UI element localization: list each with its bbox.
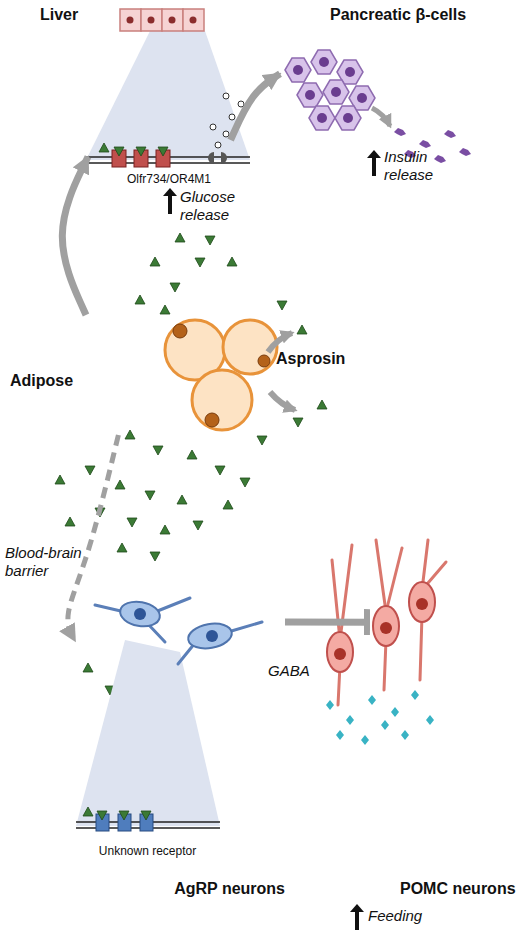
effect-label: Feeding	[368, 907, 422, 925]
effect-label: Glucose release	[180, 188, 250, 224]
hormone-label: Asprosin	[276, 349, 345, 368]
receptor-node: Olfr734/OR4M1	[88, 140, 250, 188]
increase-arrow	[367, 150, 381, 176]
liver-cells	[120, 9, 204, 31]
beta-cell	[309, 106, 335, 130]
neurite	[376, 540, 386, 612]
cell-nucleus	[169, 17, 176, 24]
neuropeptide-symbols	[326, 690, 434, 745]
asprosin-symbol	[55, 233, 327, 704]
neurite	[332, 560, 340, 640]
neurite	[155, 598, 190, 612]
pancreas-node: Pancreatic β-cells	[280, 5, 495, 130]
secretion-arrow	[270, 392, 295, 410]
beta-cell	[335, 106, 361, 130]
cell-nucleus	[319, 57, 329, 67]
adipose-node: Adipose	[5, 315, 275, 435]
glucose-molecule	[215, 142, 221, 148]
node-label: AgRP neurons	[174, 879, 285, 898]
cell-nucleus	[334, 648, 346, 660]
liver-cell	[183, 9, 204, 31]
cell-nucleus	[416, 598, 428, 610]
secretion-arrow	[268, 333, 292, 352]
barrier-label: Blood-brain barrier	[5, 544, 100, 580]
beta-nuclei	[293, 57, 367, 123]
neuron-node: POMC neurons	[370, 530, 510, 900]
connector	[231, 74, 280, 140]
pomc-neuron	[373, 606, 399, 646]
neurite	[420, 615, 422, 680]
zoom-wedge	[76, 640, 220, 826]
cell-nucleus	[148, 17, 155, 24]
node-label: POMC neurons	[400, 879, 516, 898]
asprosin-symbol	[83, 807, 151, 820]
connectors	[62, 74, 370, 641]
pomc-neuron	[327, 632, 353, 672]
node-label: Unknown receptor	[75, 844, 220, 858]
connector	[285, 618, 370, 625]
glucose-channel	[208, 152, 214, 164]
asprosin-symbol	[99, 143, 168, 156]
glucose-molecule	[223, 93, 229, 99]
cell-nucleus	[305, 90, 315, 100]
connector	[62, 157, 88, 315]
liver-cell	[141, 9, 162, 31]
neurite	[384, 640, 386, 690]
cell-nucleus	[134, 608, 146, 620]
neurite	[228, 622, 262, 632]
cell-nucleus	[343, 113, 353, 123]
beta-cell	[311, 50, 337, 74]
beta-cell	[323, 80, 349, 104]
receptor-node: Unknown receptor	[75, 810, 220, 860]
cell-nucleus	[293, 65, 303, 75]
zoom-wedge	[86, 31, 250, 160]
increase-arrow	[163, 188, 177, 214]
cell-nucleus	[357, 93, 367, 103]
effect-label: Insulin release	[384, 148, 454, 184]
cell-nucleus	[380, 622, 392, 634]
adipocytes	[165, 320, 277, 430]
cell-nucleus	[206, 630, 218, 642]
connector	[68, 435, 118, 641]
neuron-processes	[95, 598, 262, 664]
node-label: Adipose	[10, 371, 73, 390]
cell-nucleus	[127, 17, 134, 24]
glucose-molecule	[210, 124, 216, 130]
release-arrow	[372, 108, 390, 126]
cell-nucleus	[331, 87, 341, 97]
glucose-molecule	[223, 131, 229, 137]
beta-cell	[285, 58, 311, 82]
cell-nucleus	[173, 324, 187, 338]
cell-nucleus	[205, 413, 219, 427]
cell-nucleus	[317, 113, 327, 123]
agrp-neuron	[186, 620, 233, 651]
signal-label: GABA	[268, 662, 310, 680]
increase-arrow	[350, 904, 364, 930]
glucose-channel	[221, 152, 227, 164]
node-label: Liver	[40, 5, 78, 24]
cell-nucleus	[258, 355, 270, 367]
liver-cell	[162, 9, 183, 31]
beta-cells	[285, 50, 375, 130]
agrp-neuron	[118, 599, 162, 630]
cell-nucleus	[190, 17, 197, 24]
liver-cell	[120, 9, 141, 31]
node-label: Olfr734/OR4M1	[88, 172, 250, 186]
neurite	[148, 624, 165, 642]
pomc-neuron	[409, 582, 435, 622]
neurite	[386, 548, 402, 612]
cell-nucleus	[345, 67, 355, 77]
node-label: Pancreatic β-cells	[330, 5, 466, 24]
beta-cell	[297, 83, 323, 107]
adipocyte	[192, 370, 252, 430]
neuron-node: AgRP neurons Unknown receptor	[75, 580, 285, 900]
neurite	[340, 545, 352, 640]
liver-node: Liver	[30, 3, 210, 35]
glucose-molecule	[229, 114, 235, 120]
